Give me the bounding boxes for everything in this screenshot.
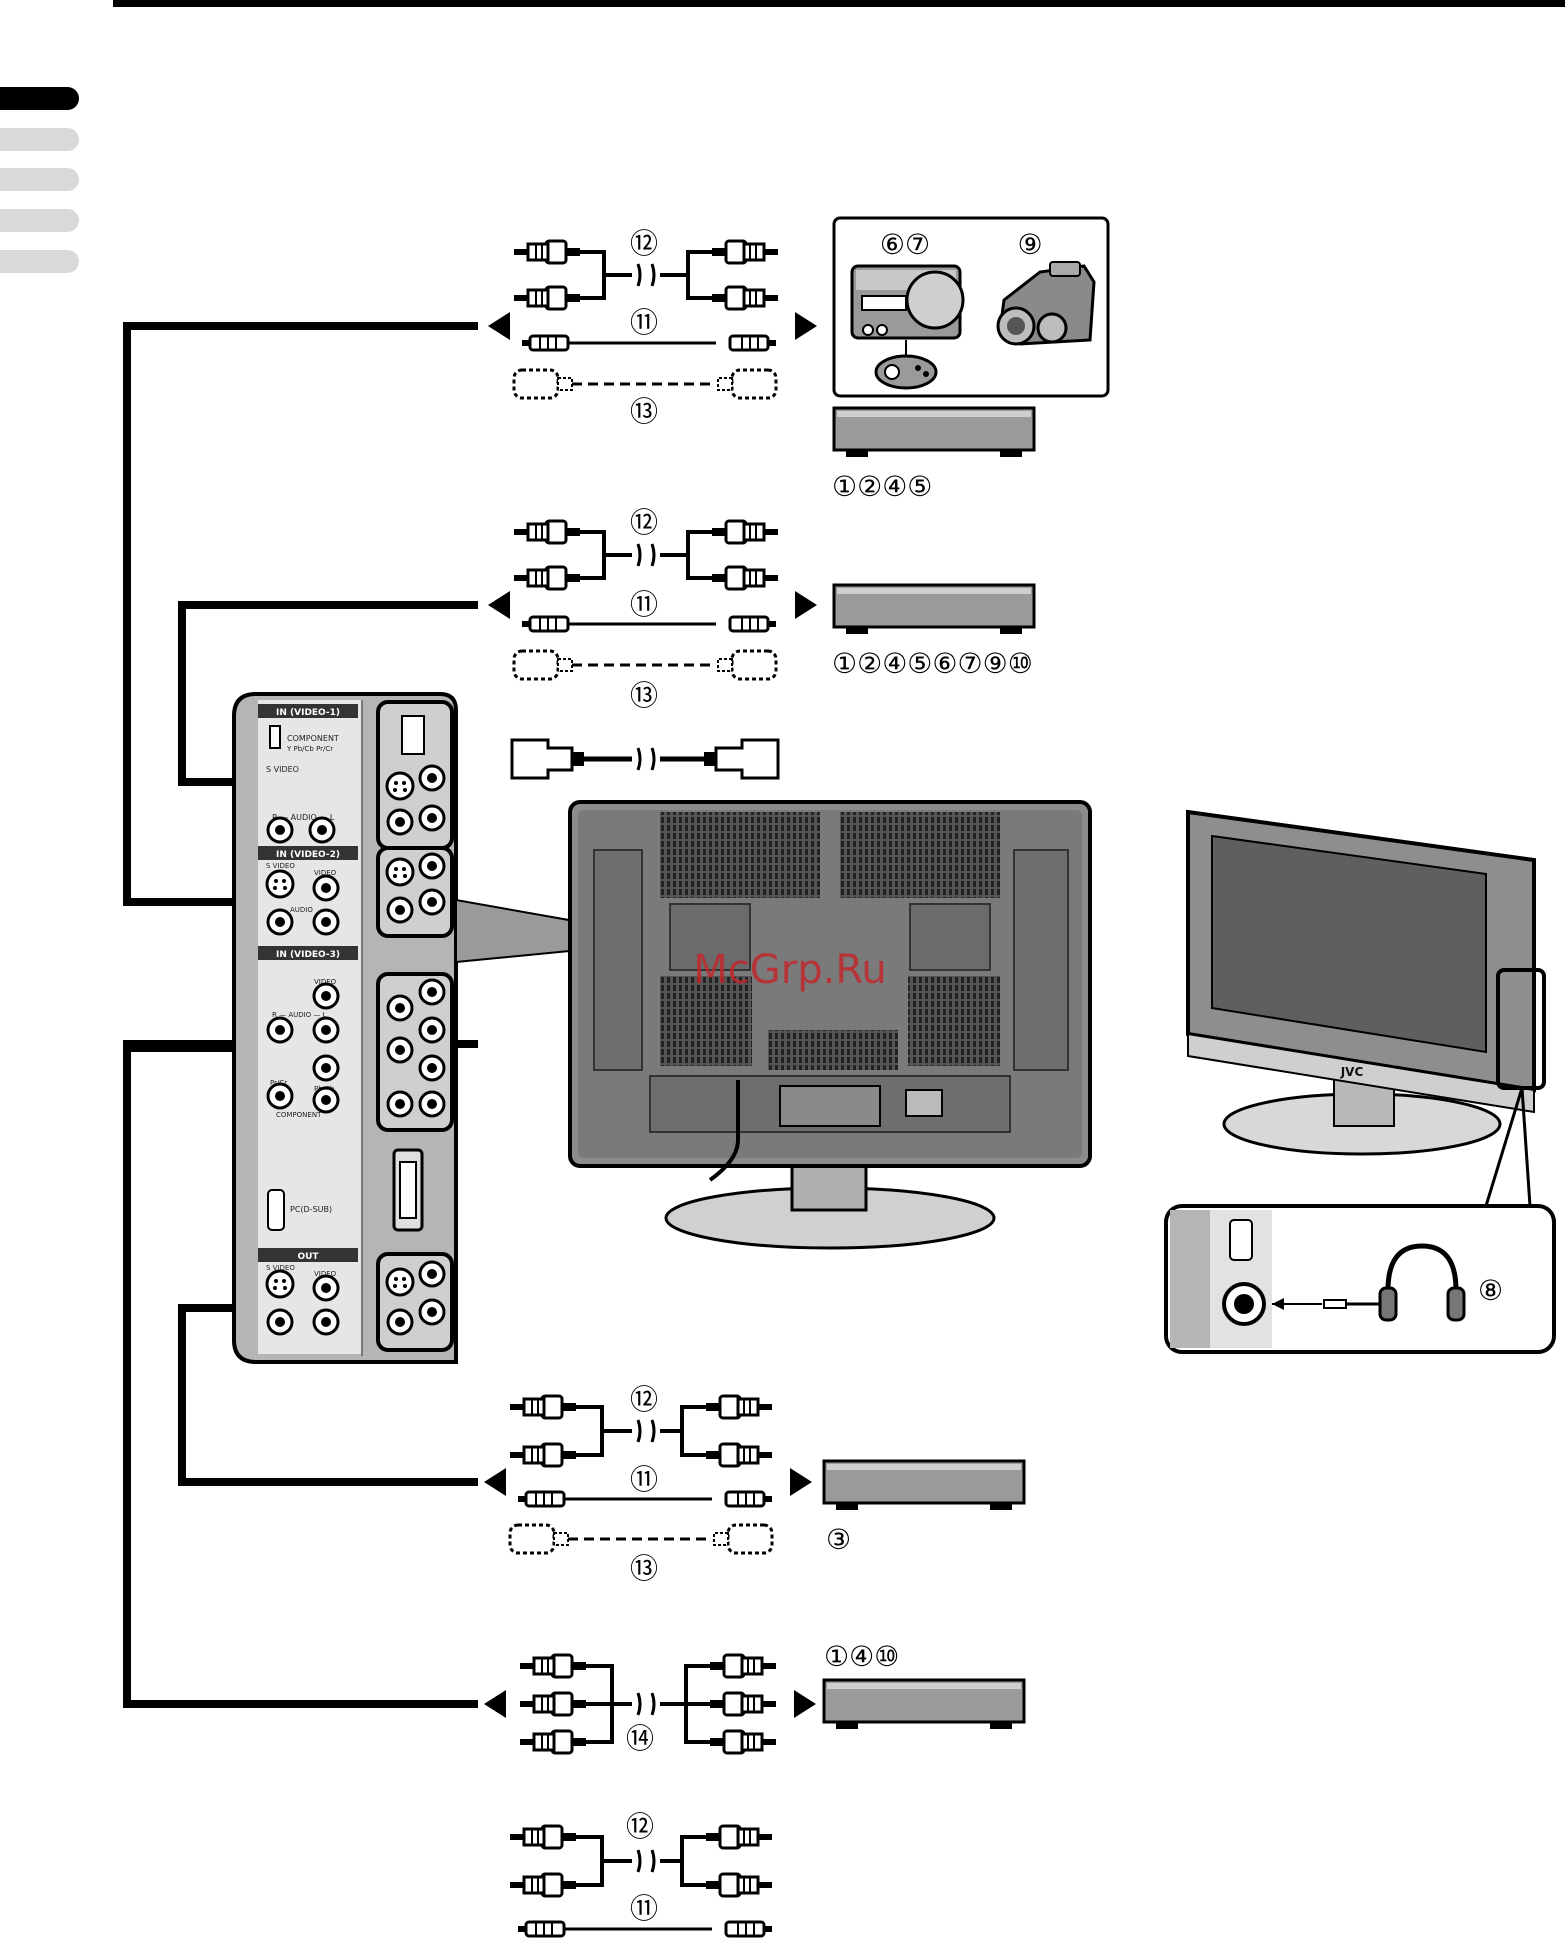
cable-label-11: ⑪	[630, 1892, 658, 1925]
cable-label-13: ⑬	[630, 679, 658, 712]
game-camcorder-box: ⑥⑦ ⑨	[834, 218, 1108, 396]
device-label-3: ③	[826, 1523, 851, 1556]
cable-label-13: ⑬	[630, 395, 658, 428]
cable-label-12: ⑫	[626, 1810, 654, 1843]
cable-label-12: ⑫	[630, 506, 658, 539]
av-device-3	[824, 1461, 1024, 1510]
game-console-label: ⑥⑦	[880, 228, 930, 261]
label-in-video-2: IN (VIDEO-2)	[276, 850, 340, 860]
cable-label-13: ⑬	[630, 1552, 658, 1585]
device-label-1: ①②④⑤	[832, 470, 932, 503]
av-device-2	[834, 585, 1034, 634]
cable-group-4: ⑭	[484, 1655, 816, 1755]
device-label-2: ①②④⑤⑥⑦⑨⑩	[832, 647, 1033, 680]
cable-group-5: ⑫ ⑪	[510, 1810, 772, 1936]
av-device-1	[834, 408, 1034, 457]
terminal-panel: IN (VIDEO-1) COMPONENT Y Pb/Cb Pr/Cr S V…	[234, 694, 456, 1362]
label-component-sub: Y Pb/Cb Pr/Cr	[286, 745, 333, 753]
cable-label-12: ⑫	[630, 1383, 658, 1416]
label-audio-2: AUDIO	[290, 906, 313, 914]
av-device-4	[824, 1680, 1024, 1729]
cable-group-2: ⑫ ⑪ ⑬	[488, 506, 817, 712]
camcorder-label: ⑨	[1017, 228, 1042, 261]
dsub-cable	[512, 740, 778, 778]
label-out: OUT	[297, 1252, 319, 1262]
device-label-4: ①④⑩	[824, 1640, 899, 1673]
label-in-video-3: IN (VIDEO-3)	[276, 950, 340, 960]
watermark: McGrp.Ru	[693, 947, 886, 993]
headphone-inset: ⑧	[1166, 1206, 1554, 1352]
label-s-video-2: S VIDEO	[266, 862, 295, 870]
label-s-video: S VIDEO	[266, 765, 299, 774]
cable-label-14: ⑭	[626, 1722, 654, 1755]
label-pc-dsub: PC(D-SUB)	[290, 1205, 332, 1214]
zoom-wedge	[456, 900, 580, 962]
cable-group-1: ⑫ ⑪ ⑬	[488, 227, 817, 428]
cable-group-3: ⑫ ⑪ ⑬	[484, 1383, 812, 1585]
headphone-label: ⑧	[1478, 1274, 1503, 1307]
tv-rear	[570, 802, 1090, 1248]
tv-front: JVC	[1188, 812, 1544, 1206]
cable-label-11: ⑪	[630, 588, 658, 621]
cable-label-11: ⑪	[630, 1463, 658, 1496]
cable-label-12: ⑫	[630, 227, 658, 260]
cable-label-11: ⑪	[630, 306, 658, 339]
label-component: COMPONENT	[287, 734, 339, 743]
label-component-3: COMPONENT	[276, 1111, 322, 1119]
tv-brand: JVC	[1340, 1065, 1364, 1079]
label-in-video-1: IN (VIDEO-1)	[276, 708, 340, 718]
